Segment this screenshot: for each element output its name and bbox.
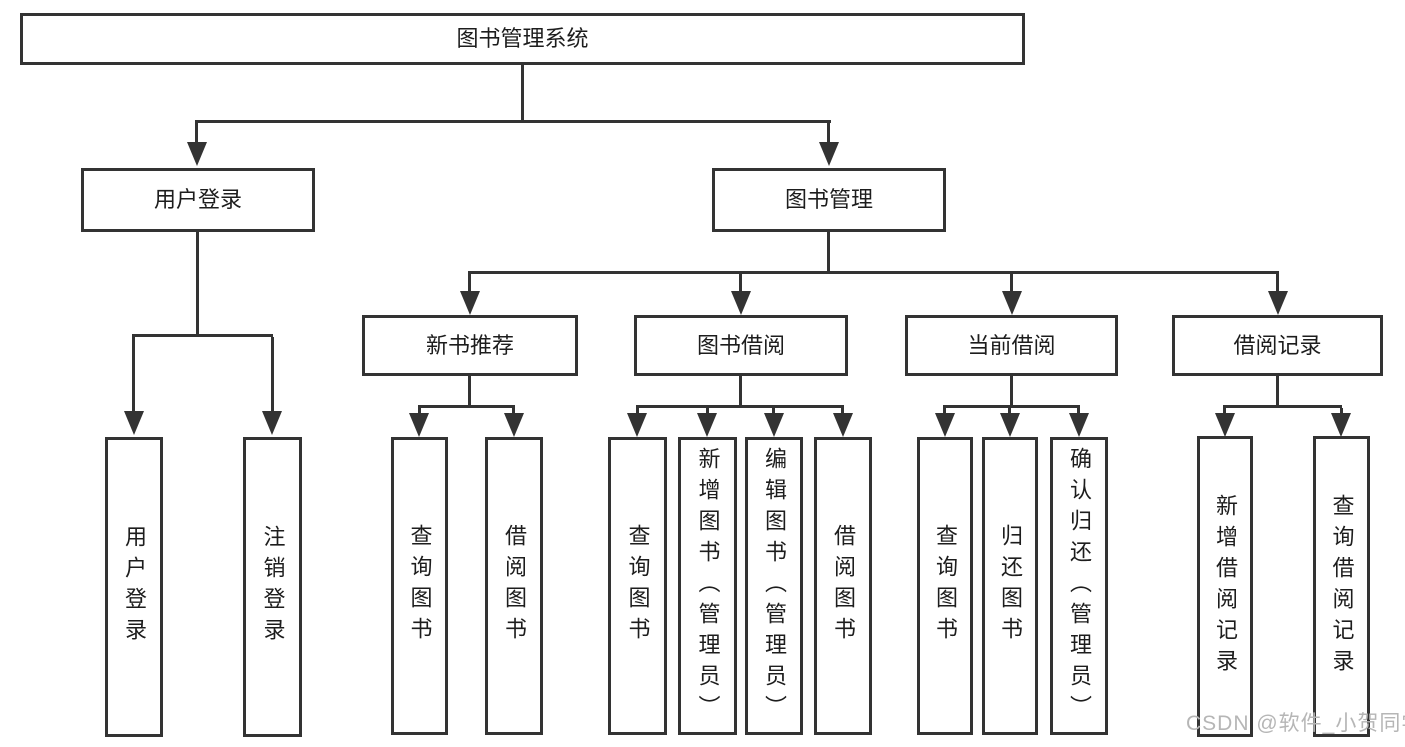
node-logout-action: 注销登录 [243,437,302,737]
node-label: 用户登录 [153,187,242,212]
connector-bar [418,405,515,408]
connector-stem [1077,408,1080,416]
arrow-head-icon [124,411,144,435]
node-user-login: 用户登录 [81,168,315,232]
connector-stem [636,408,639,416]
node-label: 查询借阅记录 [1329,493,1355,680]
node-borrow-books-borrowing: 借阅图书 [814,437,872,735]
node-add-borrow-record: 新增借阅记录 [1197,436,1253,737]
arrow-head-icon [460,291,480,315]
node-book-management: 图书管理 [712,168,946,232]
node-label: 归还图书 [998,524,1023,648]
connector-stem [195,123,198,144]
node-borrow-books-recommend: 借阅图书 [485,437,543,735]
node-edit-books-admin: 编辑图书（管理员） [745,437,803,735]
arrow-head-icon [1002,291,1022,315]
arrow-head-icon [833,413,853,437]
connector-bookmgmt-stem [827,232,830,274]
node-label: 新增借阅记录 [1213,493,1238,680]
connector-stem [772,408,775,416]
node-return-books: 归还图书 [982,437,1038,735]
connector-stem [468,376,471,407]
arrow-head-icon [1331,413,1351,437]
node-label: 图书管理系统 [456,26,589,51]
connector-stem [1008,408,1011,416]
arrow-head-icon [697,413,717,437]
connector-stem [271,337,274,415]
node-new-book-recommend: 新书推荐 [362,315,578,376]
connector-root-stem [521,65,524,123]
node-confirm-return-admin: 确认归还（管理员） [1050,437,1108,735]
connector-bar [1223,405,1342,408]
node-query-books-borrowing: 查询图书 [608,437,667,735]
node-label: 查询图书 [407,524,433,648]
node-query-books-recommend: 查询图书 [391,437,448,735]
connector-stem [1010,274,1013,291]
node-label: 查询图书 [933,524,958,648]
connector-root-bar [195,120,831,123]
node-label: 借阅记录 [1233,332,1322,358]
node-label: 注销登录 [260,525,286,649]
connector-stem [841,408,844,416]
node-borrowing-records: 借阅记录 [1172,315,1383,376]
connector-bar [636,405,844,408]
arrow-head-icon [1268,291,1288,315]
node-query-books-current: 查询图书 [917,437,973,735]
connector-stem [943,408,946,416]
node-library-management-system: 图书管理系统 [20,13,1025,65]
arrow-head-icon [187,142,207,166]
connector-stem [739,274,742,291]
arrow-head-icon [1215,413,1235,437]
arrow-head-icon [262,411,282,435]
node-label: 新增图书（管理员） [695,446,721,726]
node-label: 查询图书 [625,524,651,648]
arrow-head-icon [731,291,751,315]
node-label: 新书推荐 [425,332,514,358]
arrow-head-icon [627,413,647,437]
connector-stem [1340,408,1343,416]
node-user-login-action: 用户登录 [105,437,163,737]
arrow-head-icon [819,142,839,166]
connector-stem [1010,376,1013,407]
node-label: 借阅图书 [831,524,856,648]
arrow-head-icon [764,413,784,437]
connector-stem [512,408,515,416]
connector-stem [739,376,742,407]
connector-stem [418,408,421,416]
arrow-head-icon [1069,413,1089,437]
node-current-borrowing: 当前借阅 [905,315,1118,376]
connector-stem [132,337,135,415]
watermark: CSDN @软件_小贺同学 [1186,712,1405,735]
node-book-borrowing: 图书借阅 [634,315,848,376]
connector-bookmgmt-bar [468,271,1279,274]
arrow-head-icon [935,413,955,437]
connector-stem [1276,274,1279,291]
connector-stem [1276,376,1279,407]
connector-stem [1223,408,1226,416]
connector-userlogin-bar [132,334,273,337]
node-label: 编辑图书（管理员） [762,446,787,726]
connector-stem [827,123,830,144]
node-add-books-admin: 新增图书（管理员） [678,437,737,735]
arrow-head-icon [1000,413,1020,437]
node-label: 确认归还（管理员） [1067,446,1092,726]
node-query-borrow-record: 查询借阅记录 [1313,436,1370,737]
arrow-head-icon [409,413,429,437]
node-label: 当前借阅 [967,332,1056,358]
arrow-head-icon [504,413,524,437]
node-label: 借阅图书 [502,524,527,648]
node-label: 图书借阅 [696,332,785,358]
connector-userlogin-stem [196,232,199,336]
connector-stem [468,274,471,291]
connector-bar [943,405,1080,408]
connector-stem [706,408,709,416]
node-label: 图书管理 [784,187,873,212]
node-label: 用户登录 [122,525,147,649]
